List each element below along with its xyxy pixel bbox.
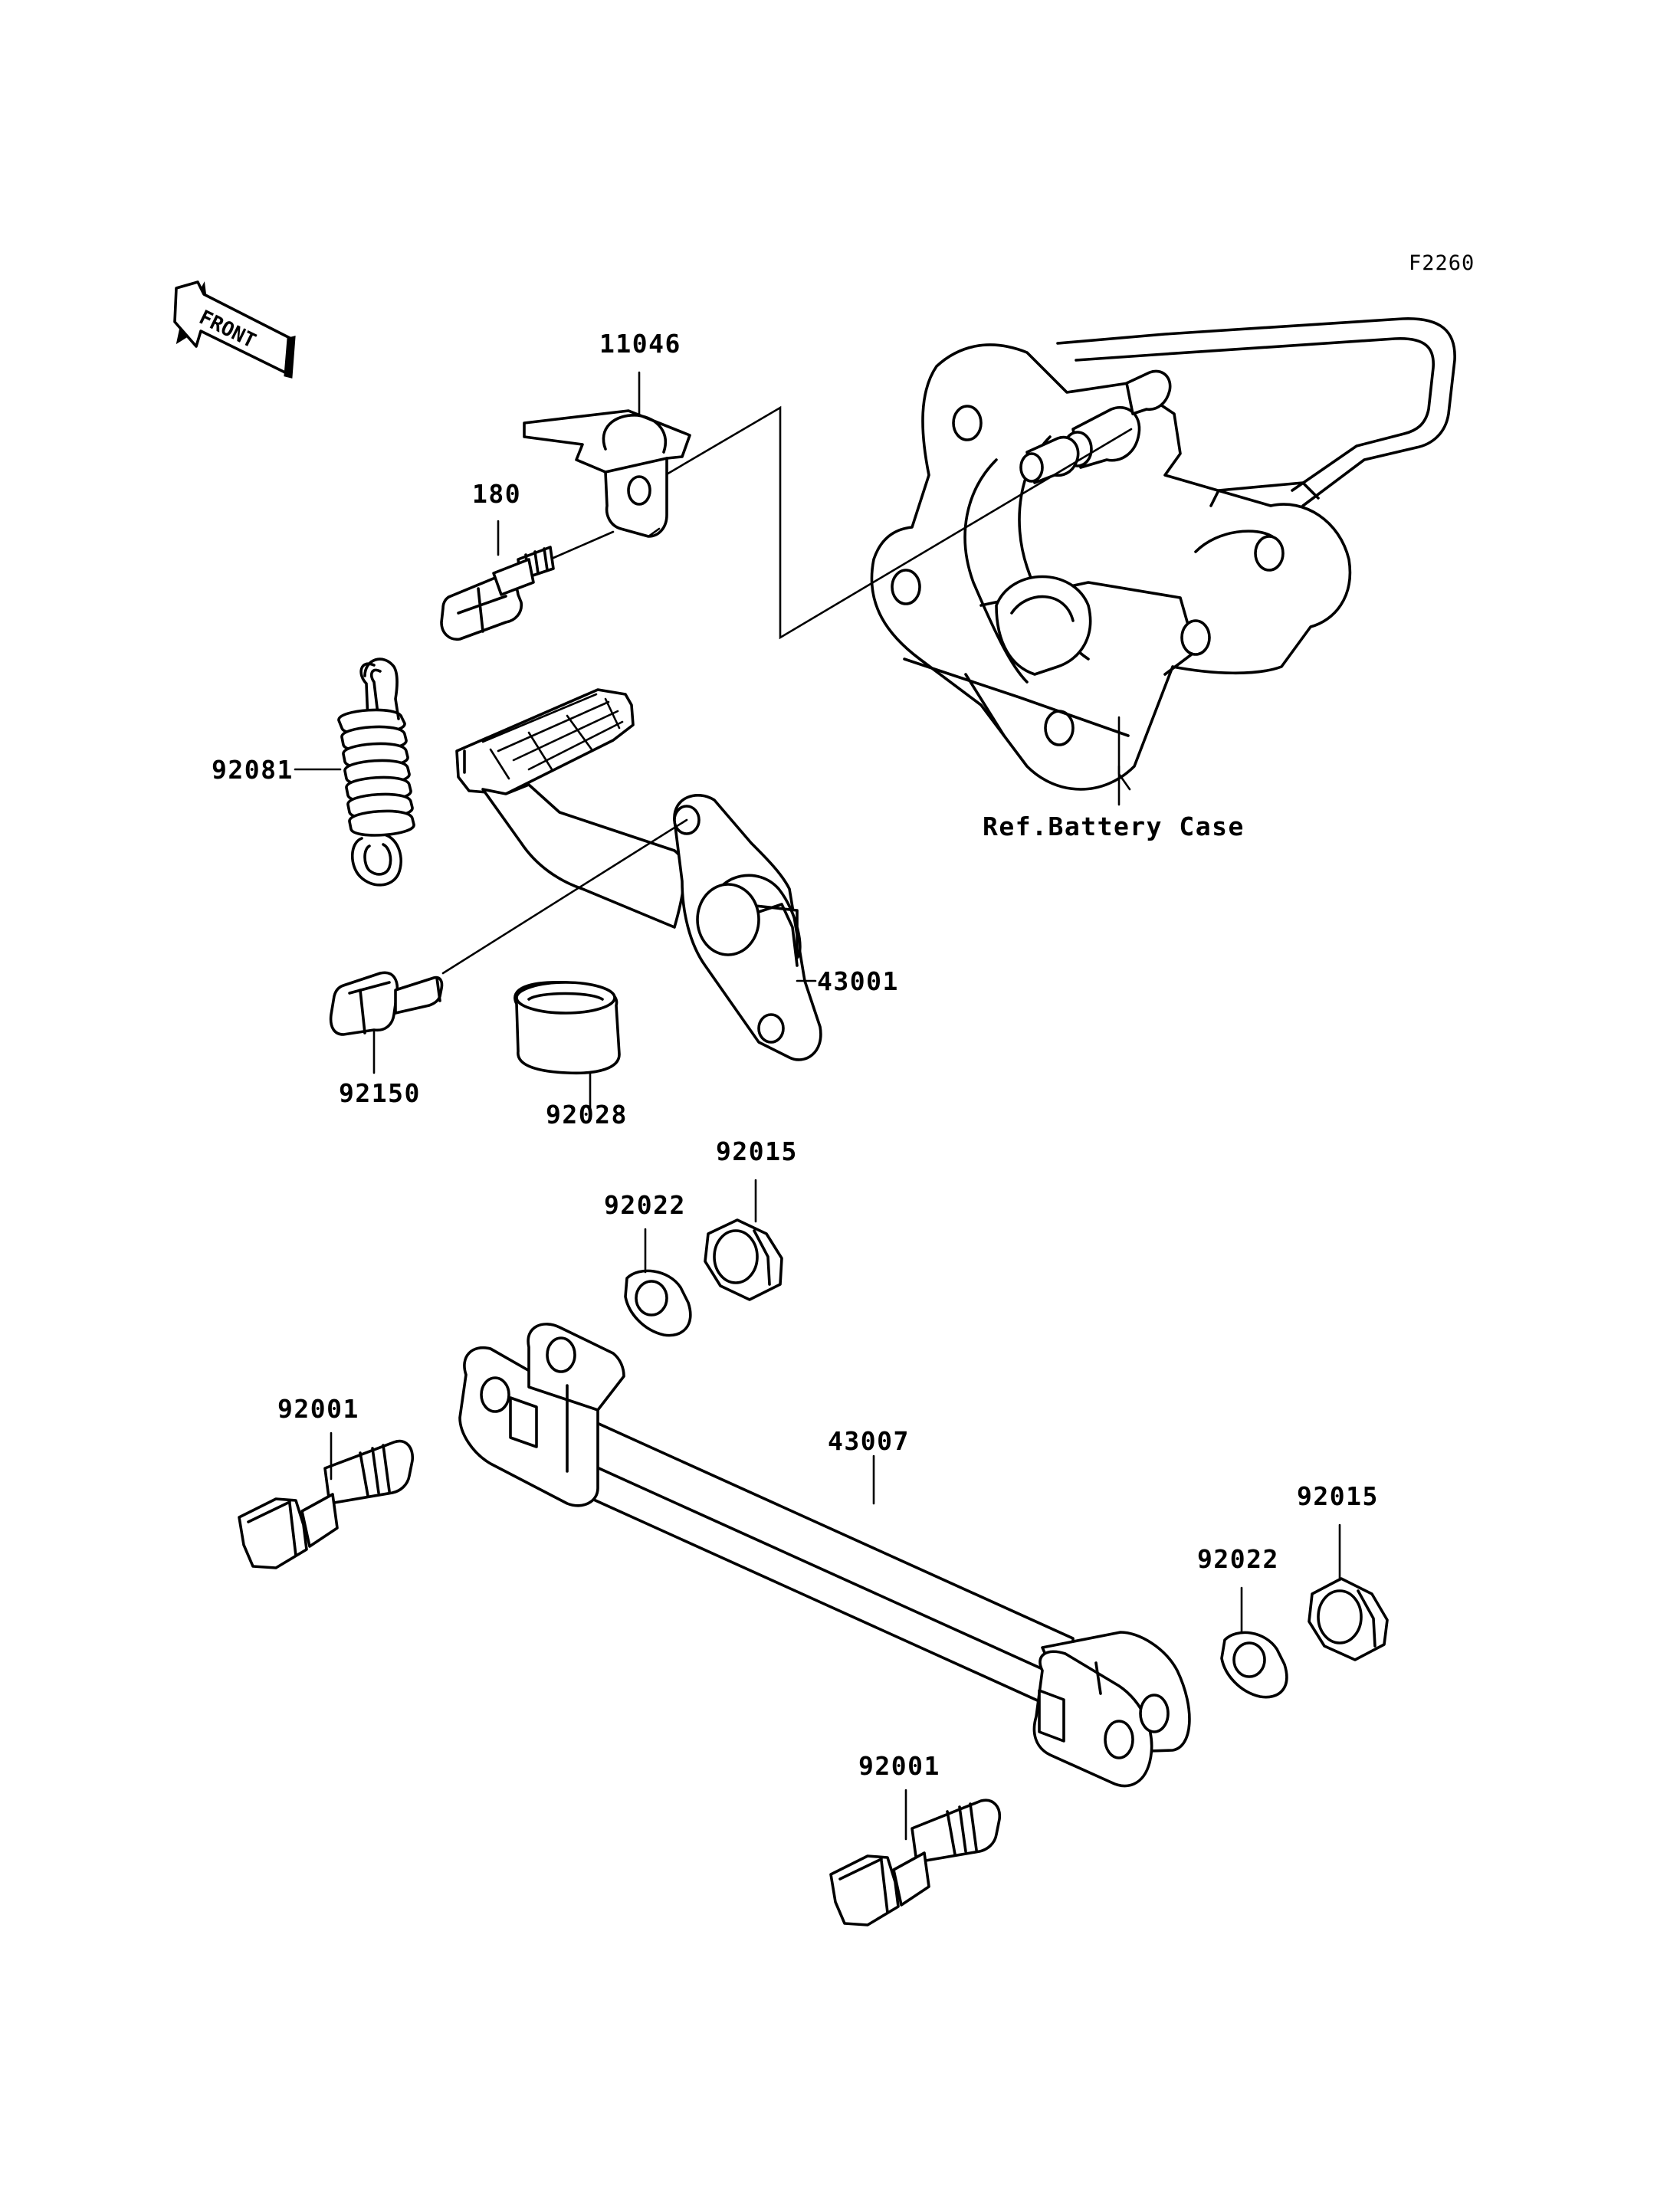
front-arrow-icon: FRONT: [173, 280, 296, 379]
part-label-92015-upper: 92015: [716, 1136, 798, 1166]
part-180-bolt: [440, 530, 615, 641]
part-label-180: 180: [472, 479, 521, 509]
part-11046-stop-plate: [523, 409, 691, 538]
svg-text:92150: 92150: [339, 1078, 421, 1108]
part-label-92150: 92150: [339, 1078, 421, 1108]
diagram-code: F2260: [1409, 251, 1475, 275]
battery-case-bracket: [870, 317, 1456, 791]
part-label-92028: 92028: [546, 1100, 628, 1130]
part-label-11046: 11046: [599, 329, 681, 359]
part-92028-collar: [514, 980, 621, 1075]
svg-text:11046: 11046: [599, 329, 681, 359]
part-43001-brake-pedal: [455, 688, 822, 1061]
part-92081-return-spring: [337, 657, 415, 887]
part-92001-bolt-left: [238, 1439, 414, 1569]
part-92150-pivot-bolt: [329, 818, 688, 1036]
svg-text:92015: 92015: [716, 1136, 798, 1166]
part-label-92001-left: 92001: [277, 1394, 359, 1424]
svg-text:92028: 92028: [546, 1100, 628, 1130]
svg-text:92001: 92001: [858, 1751, 940, 1781]
svg-text:180: 180: [472, 479, 521, 509]
svg-text:43007: 43007: [828, 1426, 910, 1456]
svg-text:92022: 92022: [604, 1190, 686, 1220]
part-92015-nut-lower: [1308, 1577, 1389, 1661]
part-label-43001: 43001: [817, 966, 899, 996]
part-label-92022-upper: 92022: [604, 1190, 686, 1220]
svg-text:92001: 92001: [277, 1394, 359, 1424]
part-label-92081: 92081: [212, 755, 294, 785]
part-43007-brake-rod: [458, 1323, 1191, 1788]
svg-text:92022: 92022: [1197, 1544, 1279, 1574]
svg-text:92015: 92015: [1297, 1481, 1379, 1511]
svg-text:92081: 92081: [212, 755, 294, 785]
part-label-92015-lower: 92015: [1297, 1481, 1379, 1511]
svg-text:43001: 43001: [817, 966, 899, 996]
part-92015-nut-upper: [704, 1218, 783, 1301]
reference-label: Ref.Battery Case: [983, 812, 1245, 841]
part-92022-washer-lower: [1220, 1631, 1288, 1699]
part-92001-bolt-right: [829, 1799, 1001, 1926]
part-92022-washer-upper: [624, 1269, 692, 1337]
part-label-92001-right: 92001: [858, 1751, 940, 1781]
part-label-92022-lower: 92022: [1197, 1544, 1279, 1574]
part-label-43007: 43007: [828, 1426, 910, 1456]
